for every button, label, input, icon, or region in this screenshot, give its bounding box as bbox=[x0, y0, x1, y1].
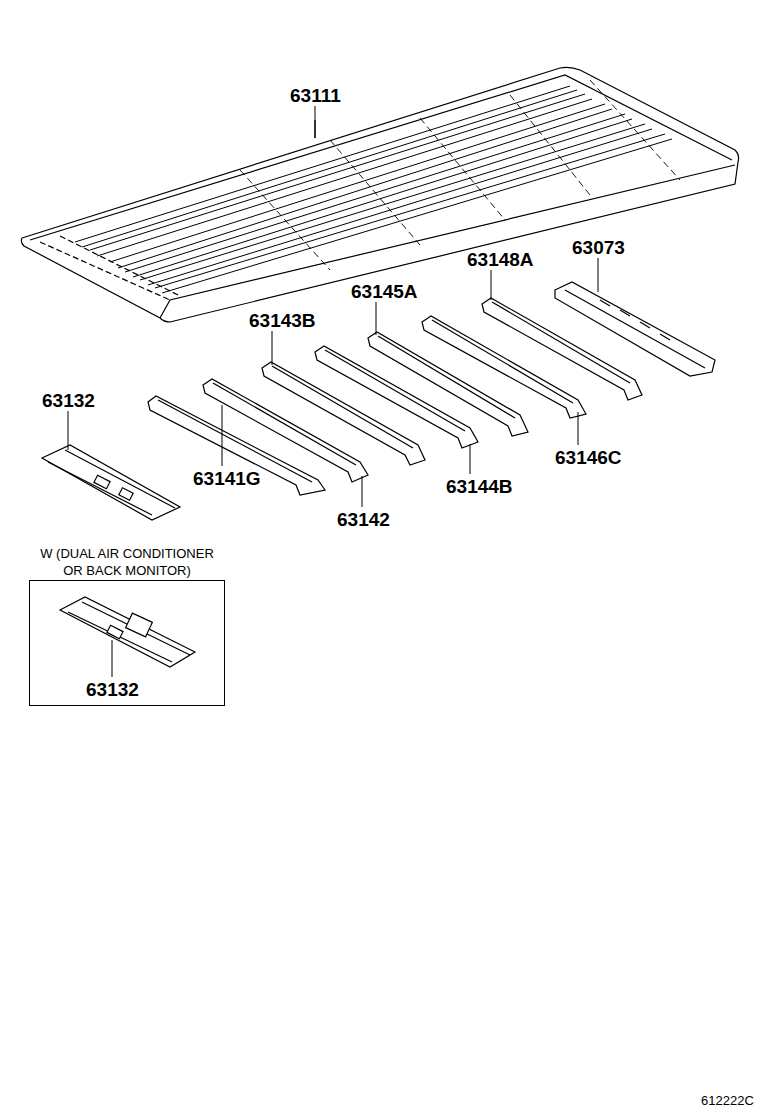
callout-number: 63132 bbox=[42, 391, 95, 410]
variant-inset: W (DUAL AIR CONDITIONER OR BACK MONITOR)… bbox=[29, 545, 225, 706]
callout-number: 63148A bbox=[467, 250, 534, 269]
roof-beams bbox=[148, 282, 715, 495]
variant-heading: W (DUAL AIR CONDITIONER OR BACK MONITOR) bbox=[29, 545, 225, 579]
callout-number: 63143B bbox=[249, 311, 316, 330]
callout-number: 63141G bbox=[193, 469, 261, 488]
inset-panel-illustration bbox=[60, 597, 195, 667]
callout-number: 63146C bbox=[555, 448, 622, 467]
callout-number: 63073 bbox=[572, 238, 625, 257]
callout-number: 63142 bbox=[337, 510, 390, 529]
callout-number: 63132 bbox=[86, 680, 139, 699]
front-roof-panel bbox=[42, 445, 180, 520]
callout-number: 63144B bbox=[446, 477, 513, 496]
figure-number: 612222C bbox=[701, 1094, 754, 1107]
callout-number: 63111 bbox=[290, 86, 341, 105]
roof-panel bbox=[21, 67, 738, 322]
leader-lines bbox=[68, 106, 598, 677]
callout-number: 63145A bbox=[351, 282, 418, 301]
